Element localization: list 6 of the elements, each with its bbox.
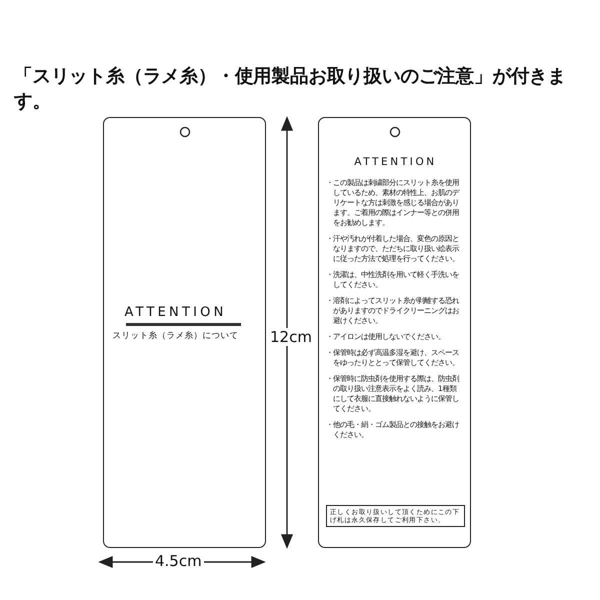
hang-tag	[318, 117, 471, 548]
tag-subtitle: スリット糸（ラメ糸）について	[112, 330, 240, 342]
title: 「スリット糸（ラメ糸）・使用製品お取り扱いのご注意」が付きます。	[14, 65, 568, 114]
tag-heading: ATTENTION	[353, 156, 438, 168]
tag-heading: ATTENTION	[123, 305, 228, 320]
hang-tag	[103, 117, 266, 548]
